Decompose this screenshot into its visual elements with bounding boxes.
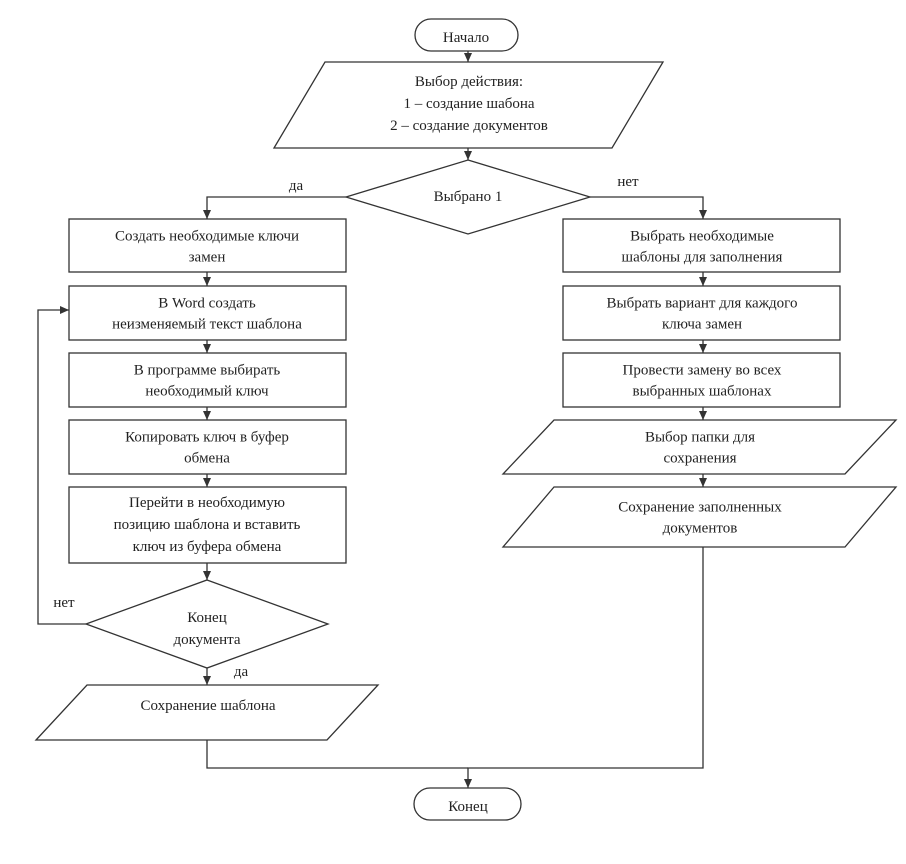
replace-all-box (562, 352, 841, 408)
label-line: Перейти в необходимую (129, 495, 285, 511)
label-line: Конец (448, 799, 487, 815)
word-text-box (68, 285, 347, 341)
label-line: Провести замену во всех (623, 363, 782, 379)
label-line: замен (189, 250, 226, 266)
label-line: Выбрано 1 (434, 189, 503, 205)
label-line: Сохранение заполненных (618, 500, 782, 516)
label-line: ключ из буфера обмена (133, 539, 282, 555)
label-line: Выбрать необходимые (630, 229, 774, 245)
save-template-label: Сохранение шаблона (140, 698, 275, 714)
label-line: шаблоны для заполнения (622, 250, 783, 266)
edge-decision-no (590, 196, 707, 219)
create-keys-box (68, 218, 347, 273)
edge-decision-yes (203, 196, 346, 219)
label-line: документа (173, 632, 240, 648)
edge-labels: да нет нет да (53, 174, 639, 680)
choose-templates-label: Выбрать необходимые шаблоны для заполнени… (622, 229, 783, 266)
replace-all-label: Провести замену во всех выбранных шаблона… (623, 363, 782, 400)
label-line: В Word создать (158, 296, 256, 312)
paste-key-box (68, 486, 347, 564)
label-line: Конец (187, 610, 226, 626)
choose-action-label: Выбор действия: 1 – создание шабона 2 – со… (390, 74, 548, 134)
paste-key-label: Перейти в необходимую позицию шаблона и в… (114, 495, 301, 555)
edge-label-no-loop: нет (53, 595, 75, 611)
end-label: Конец (448, 799, 487, 815)
doc-end-label: Конец документа (173, 610, 240, 648)
start-label: Начало (443, 30, 489, 46)
edge-label-yes-left: да (289, 178, 304, 194)
chosen-1-label: Выбрано 1 (434, 189, 503, 205)
label-line: Сохранение шаблона (140, 698, 275, 714)
edge-label-yes-down: да (234, 664, 249, 680)
save-docs-parallelogram (501, 486, 898, 548)
choose-variant-box (562, 285, 841, 341)
label-line: Начало (443, 30, 489, 46)
edge-docend-no-loop (37, 306, 86, 625)
label-line: обмена (184, 451, 230, 467)
label-line: 2 – создание документов (390, 118, 548, 134)
start-terminator (414, 18, 519, 52)
label-line: позицию шаблона и вставить (114, 517, 301, 533)
doc-end-decision (84, 579, 330, 669)
select-key-label: В программе выбирать необходимый ключ (134, 363, 281, 400)
label-line: неизменяемый текст шаблона (112, 317, 302, 333)
save-docs-label: Сохранение заполненных документов (618, 500, 782, 537)
label-line: Выбрать вариант для каждого (607, 296, 798, 312)
chosen-1-decision (343, 159, 593, 235)
label-line: Выбор действия: (415, 74, 523, 90)
edge-label-no-right: нет (617, 174, 639, 190)
label-line: В программе выбирать (134, 363, 281, 379)
choose-action-parallelogram (272, 61, 665, 149)
choose-folder-label: Выбор папки для сохранения (645, 430, 755, 467)
copy-key-box (68, 419, 347, 475)
choose-templates-box (562, 218, 841, 273)
word-text-label: В Word создать неизменяемый текст шаблона (112, 296, 302, 333)
save-template-parallelogram (34, 684, 380, 741)
label-line: выбранных шаблонах (633, 384, 772, 400)
choose-variant-label: Выбрать вариант для каждого ключа замен (607, 296, 798, 333)
create-keys-label: Создать необходимые ключи замен (115, 229, 299, 266)
shapes (34, 18, 898, 821)
node-texts: Начало Выбор действия: 1 – создание шабон… (112, 30, 797, 815)
label-line: необходимый ключ (145, 384, 269, 400)
select-key-box (68, 352, 347, 408)
label-line: Создать необходимые ключи (115, 229, 299, 245)
label-line: документов (663, 521, 738, 537)
edge-savetemplate-to-end (206, 740, 468, 769)
label-line: сохранения (663, 451, 736, 467)
label-line: Копировать ключ в буфер (125, 430, 289, 446)
end-terminator (413, 787, 522, 821)
label-line: 1 – создание шабона (403, 96, 534, 112)
label-line: Выбор папки для (645, 430, 755, 446)
edge-savedocs-to-end (464, 547, 704, 788)
copy-key-label: Копировать ключ в буфер обмена (125, 430, 289, 467)
edges (37, 51, 707, 788)
choose-folder-parallelogram (501, 419, 898, 475)
label-line: ключа замен (662, 317, 742, 333)
